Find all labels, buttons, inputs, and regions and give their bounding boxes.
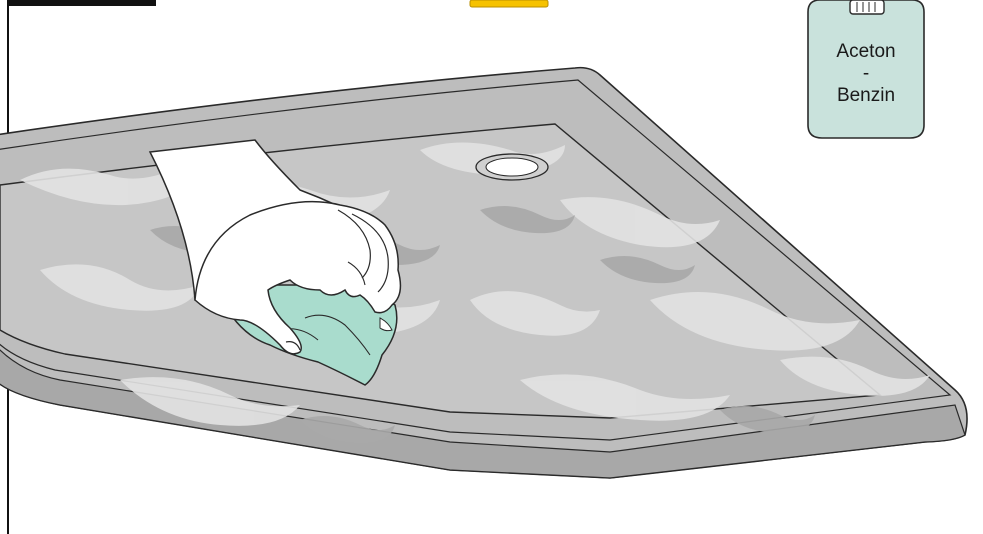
- drain-hole: [486, 158, 538, 176]
- solvent-bottle: [808, 0, 924, 138]
- top-tab: [8, 0, 156, 6]
- bottle-cap: [850, 0, 884, 14]
- bottle-body: [808, 0, 924, 138]
- top-badge: [470, 0, 548, 7]
